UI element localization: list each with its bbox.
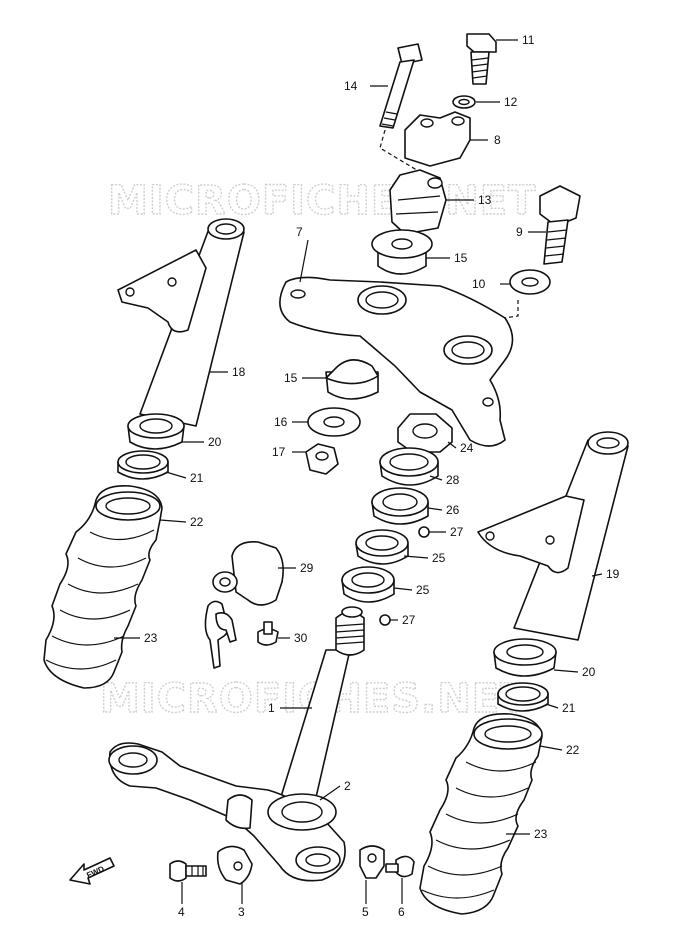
callout-2: 2 <box>344 779 351 793</box>
part-screw-6 <box>385 855 415 878</box>
part-nut-17 <box>305 443 339 475</box>
callout-17: 17 <box>272 445 286 459</box>
part-bolt-14 <box>379 43 431 179</box>
part-ignition-29 <box>204 540 284 669</box>
part-holder-13 <box>389 169 447 235</box>
callout-22a: 22 <box>190 515 204 529</box>
callout-20b: 20 <box>582 665 596 679</box>
part-washer-16 <box>307 407 361 437</box>
part-ball-27-lower <box>379 614 391 626</box>
fwd-label: FWD <box>85 864 106 880</box>
callout-14: 14 <box>344 79 358 93</box>
part-clamp-5 <box>359 845 385 879</box>
callout-1: 1 <box>268 701 275 715</box>
part-ring-21-right <box>497 682 549 712</box>
callout-26: 26 <box>446 503 460 517</box>
callout-9: 9 <box>516 225 523 239</box>
callout-24: 24 <box>460 441 474 455</box>
callout-23b: 23 <box>534 827 548 841</box>
callout-23a: 23 <box>144 631 158 645</box>
part-fork-cover-18 <box>117 218 245 427</box>
part-screw-30 <box>257 621 279 646</box>
part-seal-20-right <box>493 638 557 677</box>
callout-11: 11 <box>522 33 535 47</box>
fwd-arrow-icon: FWD <box>69 857 115 885</box>
part-bolt-9 <box>539 185 581 265</box>
part-lower-bracket-2 <box>108 742 346 882</box>
part-bushing-15-upper <box>371 229 433 275</box>
part-race-28 <box>379 447 439 486</box>
callouts: 11 12 14 8 13 9 15 10 7 15 16 17 24 28 2… <box>144 33 620 919</box>
callout-3: 3 <box>238 905 245 919</box>
part-race-25-lower <box>341 566 395 603</box>
callout-25b: 25 <box>416 583 430 597</box>
callout-22b: 22 <box>566 743 580 757</box>
callout-21b: 21 <box>562 701 576 715</box>
callout-18: 18 <box>232 365 246 379</box>
part-fork-cover-19 <box>477 431 629 641</box>
watermark-top: MICROFICHES.NET <box>108 178 536 224</box>
callout-16: 16 <box>274 415 288 429</box>
part-bolt-4 <box>169 860 207 882</box>
part-ring-21-left <box>117 450 169 480</box>
part-bearing-26 <box>371 487 429 525</box>
callout-27b: 27 <box>402 613 416 627</box>
callout-10: 10 <box>472 277 486 291</box>
callout-6: 6 <box>398 905 405 919</box>
part-washer-12 <box>452 95 476 109</box>
callout-12: 12 <box>504 95 518 109</box>
part-bushing-15-lower <box>325 359 379 400</box>
callout-29: 29 <box>300 561 314 575</box>
part-seal-20-left <box>127 413 185 450</box>
part-race-25-upper <box>355 529 409 565</box>
callout-28: 28 <box>446 473 460 487</box>
callout-15b: 15 <box>284 371 298 385</box>
part-clamp-3 <box>216 845 253 885</box>
callout-19: 19 <box>606 567 620 581</box>
callout-15a: 15 <box>454 251 468 265</box>
part-bolt-11 <box>466 33 497 85</box>
callout-30: 30 <box>294 631 308 645</box>
part-boot-22-23-left <box>43 484 163 689</box>
callout-25a: 25 <box>432 551 446 565</box>
part-nut-24 <box>397 413 453 453</box>
callout-13: 13 <box>478 193 492 207</box>
part-holder-8 <box>404 111 471 167</box>
part-washer-10 <box>461 269 551 325</box>
part-upper-bracket-7 <box>279 276 514 447</box>
callout-20a: 20 <box>208 435 222 449</box>
callout-7: 7 <box>296 225 303 239</box>
part-boot-22-23-right <box>419 712 543 915</box>
callout-8: 8 <box>494 133 501 147</box>
part-ball-27-upper <box>418 526 430 538</box>
callout-4: 4 <box>178 905 185 919</box>
leader-lines <box>114 39 603 904</box>
callout-27a: 27 <box>450 525 464 539</box>
callout-5: 5 <box>362 905 369 919</box>
callout-21a: 21 <box>190 471 204 485</box>
